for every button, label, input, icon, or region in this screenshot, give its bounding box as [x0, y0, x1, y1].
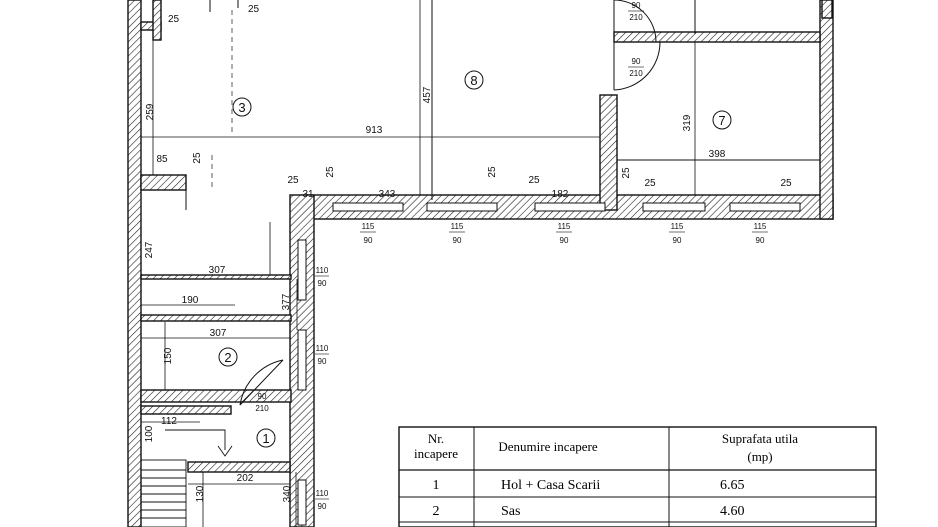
doors — [239, 0, 661, 406]
window-width: 110 — [316, 266, 329, 275]
table-cell-nr: 1 — [433, 478, 440, 493]
door-height: 210 — [629, 13, 643, 22]
door-height: 210 — [255, 404, 269, 413]
table-cell-area: 4.60 — [720, 504, 745, 519]
door-height: 210 — [629, 69, 643, 78]
window-width: 115 — [451, 222, 464, 231]
door-labels: 90 210 90 210 90 210 — [254, 1, 644, 413]
dim-307: 307 — [209, 265, 226, 276]
room-label-3: 3 — [238, 100, 245, 115]
window-width: 110 — [316, 344, 329, 353]
door-width: 90 — [632, 1, 641, 10]
area-table-text: Nr. incapere Denumire incapere Suprafata… — [414, 431, 798, 519]
window-width: 115 — [362, 222, 375, 231]
window-height: 90 — [318, 502, 327, 511]
table-cell-nr: 2 — [433, 504, 440, 519]
dim-340: 340 — [282, 485, 293, 502]
dim-25: 25 — [487, 166, 498, 178]
dim-130: 130 — [195, 485, 206, 502]
window-height: 90 — [453, 236, 462, 245]
dim-307: 307 — [210, 328, 227, 339]
dim-913: 913 — [366, 125, 383, 136]
window-labels: 115 90 115 90 115 90 115 90 115 90 110 9… — [315, 222, 768, 511]
room-label-2: 2 — [224, 350, 231, 365]
dim-190: 190 — [182, 295, 199, 306]
dim-25: 25 — [168, 14, 180, 25]
table-cell-name: Sas — [501, 504, 520, 519]
dim-25: 25 — [621, 167, 632, 179]
windows-vertical — [297, 239, 307, 526]
table-header-nr: Nr. — [428, 431, 444, 446]
room-markers: 3 8 7 2 1 — [218, 70, 732, 448]
dim-25: 25 — [528, 175, 540, 186]
dim-25: 25 — [248, 4, 260, 15]
dimension-labels: 25 25 259 913 85 25 457 319 398 25 31 25… — [144, 4, 792, 502]
dim-100: 100 — [144, 425, 155, 442]
walls — [127, 0, 834, 527]
table-header-area: Suprafata utila — [722, 431, 798, 446]
area-table — [398, 426, 877, 527]
table-header-name: Denumire incapere — [498, 439, 597, 454]
dim-25: 25 — [325, 166, 336, 178]
window-width: 115 — [671, 222, 684, 231]
table-cell-name: Hol + Casa Scarii — [501, 478, 600, 493]
dim-319: 319 — [682, 114, 693, 131]
dim-377: 377 — [281, 293, 292, 310]
window-width: 115 — [558, 222, 571, 231]
dim-112: 112 — [161, 416, 177, 427]
dashed-lines — [211, 10, 233, 190]
window-height: 90 — [673, 236, 682, 245]
window-height: 90 — [318, 357, 327, 366]
window-height: 90 — [756, 236, 765, 245]
room-label-7: 7 — [718, 113, 725, 128]
dim-457: 457 — [422, 86, 433, 103]
table-cell-area: 6.65 — [720, 478, 745, 493]
room-label-8: 8 — [470, 73, 477, 88]
table-header-nr-2: incapere — [414, 446, 458, 461]
window-width: 110 — [316, 489, 329, 498]
dim-85: 85 — [156, 154, 168, 165]
door-width: 90 — [632, 57, 641, 66]
window-height: 90 — [560, 236, 569, 245]
dim-150: 150 — [163, 347, 174, 364]
dim-182: 182 — [552, 189, 569, 200]
dimension-lines — [141, 0, 820, 527]
windows-horizontal — [332, 202, 801, 212]
dim-25: 25 — [287, 175, 299, 186]
dim-25: 25 — [644, 178, 656, 189]
window-width: 115 — [754, 222, 767, 231]
dim-259: 259 — [145, 103, 156, 120]
window-height: 90 — [364, 236, 373, 245]
dim-202: 202 — [237, 473, 254, 484]
dim-398: 398 — [709, 149, 726, 160]
window-height: 90 — [318, 279, 327, 288]
dim-247: 247 — [144, 241, 155, 258]
door-width: 90 — [258, 392, 267, 401]
dim-25: 25 — [192, 152, 203, 164]
dim-343: 343 — [379, 189, 396, 200]
table-header-area-2: (mp) — [747, 449, 772, 464]
stairs — [140, 429, 233, 527]
dim-25: 25 — [780, 178, 792, 189]
room-label-1: 1 — [262, 431, 269, 446]
dim-31: 31 — [302, 189, 314, 200]
